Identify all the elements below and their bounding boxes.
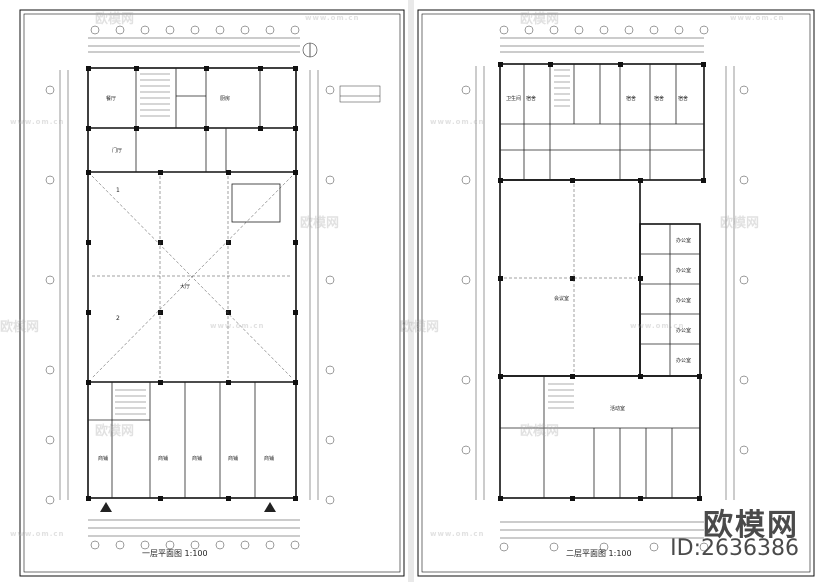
section-mark: 1 (116, 187, 120, 194)
first-floor-plan: 餐厅 厨房 大厅 门厅 商铺 商铺 商铺 商铺 商铺 1 2 (19, 9, 405, 577)
room-label: 宿舍 (526, 95, 536, 102)
brand-logo-text: 欧模网 (703, 508, 799, 543)
model-id-label: ID:2636386 (670, 536, 799, 561)
room-label: 办公室 (676, 267, 691, 274)
room-label: 商铺 (98, 455, 108, 462)
room-label: 宿舍 (654, 95, 664, 102)
right-drawing-sheet: 卫生间 宿舍 宿舍 宿舍 宿舍 会议室 办公室 办公室 办公室 办公室 办公室 … (414, 0, 819, 582)
room-label: 会议室 (554, 295, 569, 302)
room-label: 宿舍 (678, 95, 688, 102)
room-label: 商铺 (228, 455, 238, 462)
first-floor-title: 一层平面图 1:100 (142, 549, 208, 558)
second-floor-plan: 卫生间 宿舍 宿舍 宿舍 宿舍 会议室 办公室 办公室 办公室 办公室 办公室 … (417, 9, 815, 577)
room-label: 厨房 (220, 95, 230, 102)
room-label: 门厅 (112, 147, 122, 154)
room-label: 宿舍 (626, 95, 636, 102)
room-label: 卫生间 (506, 95, 521, 102)
room-label: 商铺 (158, 455, 168, 462)
room-label: 大厅 (180, 283, 190, 290)
room-label: 商铺 (192, 455, 202, 462)
room-label: 办公室 (676, 237, 691, 244)
room-label: 办公室 (676, 327, 691, 334)
second-floor-title: 二层平面图 1:100 (566, 549, 632, 558)
room-label: 商铺 (264, 455, 274, 462)
sheet-gutter (408, 0, 414, 582)
room-label: 办公室 (676, 357, 691, 364)
room-label: 活动室 (610, 405, 625, 412)
left-drawing-sheet: 餐厅 厨房 大厅 门厅 商铺 商铺 商铺 商铺 商铺 1 2 (0, 0, 408, 582)
room-label: 餐厅 (106, 95, 116, 102)
room-label: 办公室 (676, 297, 691, 304)
section-mark: 2 (116, 315, 120, 322)
